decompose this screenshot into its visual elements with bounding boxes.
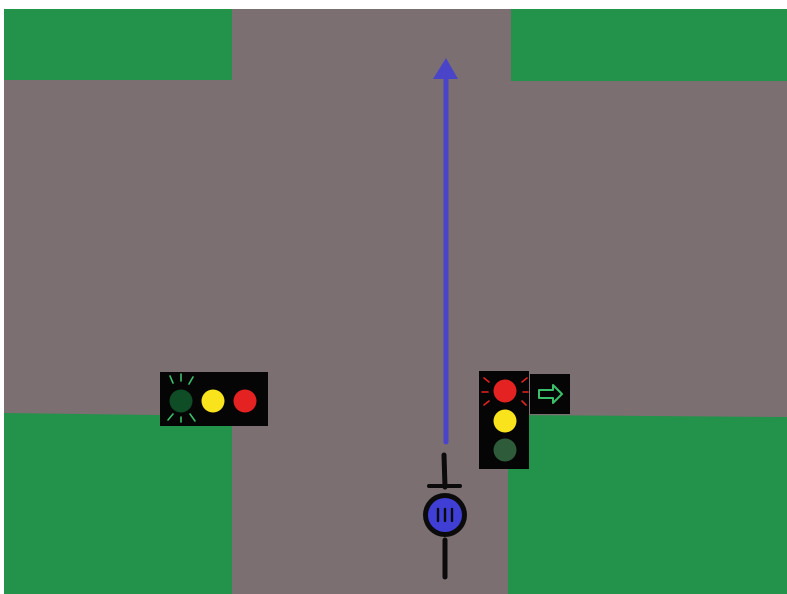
grass-bottom-right: [508, 415, 787, 594]
grass-top-left: [4, 9, 232, 80]
left-signal-yellow-light: [202, 390, 225, 413]
grass-top-right: [511, 9, 787, 81]
left-signal-green-light: [170, 390, 193, 413]
right-signal-yellow-light: [494, 410, 517, 433]
left-signal-red-light: [234, 390, 257, 413]
left-traffic-signal: [160, 372, 268, 426]
right-signal-green-light: [494, 439, 517, 462]
grass-bottom-left: [4, 413, 232, 594]
cyclist-front-wheel: [444, 455, 445, 487]
right-turn-arrow-box: [530, 374, 570, 414]
right-signal-red-light: [494, 380, 517, 403]
